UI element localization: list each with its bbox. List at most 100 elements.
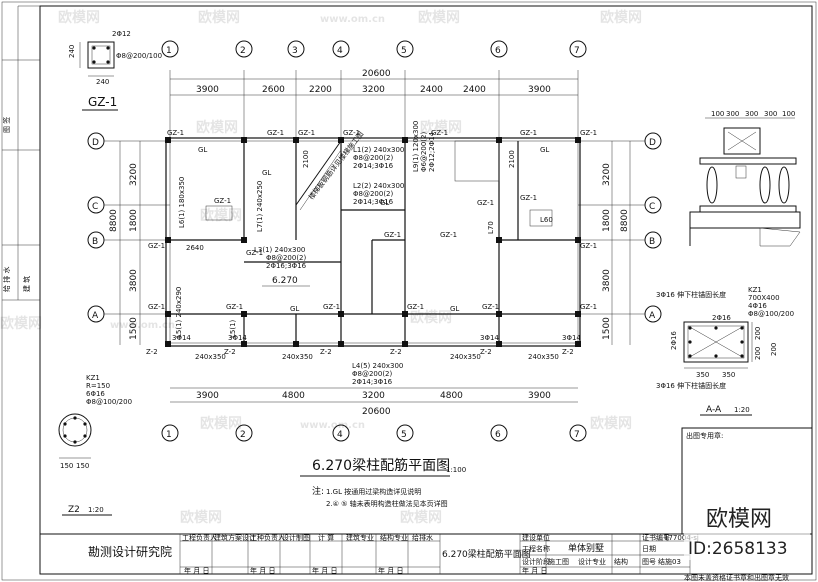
main-scale: 1:100	[446, 466, 466, 474]
gz-label-6: GZ-1	[520, 129, 537, 137]
tb-stage-label: 设计阶段	[522, 557, 550, 566]
tb-h1: 工程负责人	[182, 533, 217, 542]
beam-240x350-1: 240x350	[195, 353, 226, 361]
company-name: 勘测设计研究院	[88, 544, 172, 559]
beam-3d14-4: 3Φ14	[562, 334, 581, 342]
tb-proj-name-label: 工程名称	[522, 544, 550, 553]
gz-label-18: GZ-1	[477, 199, 494, 207]
notes-2: 2.④ ⑤ 轴未表明构造柱做法见本页详图	[326, 499, 448, 508]
axis-bottom-4: 4	[337, 430, 343, 440]
balustrade-section: 100 300 300 300 100	[689, 110, 801, 247]
tb-h6: 建筑专业	[346, 533, 374, 542]
dim-top-total: 20600	[362, 69, 391, 79]
footer-note: 本图未盖资格证书章和出图章无效	[684, 573, 789, 582]
axis-left-a: A	[92, 311, 99, 321]
dim-top-2: 2600	[262, 85, 285, 95]
axis-left-b: B	[92, 237, 98, 247]
dim-left-1: 3200	[129, 163, 139, 186]
bottom-axes: 3900 4800 3200 4800 3900 20600 1 2 4 5 6…	[161, 387, 587, 442]
beam-l1-s: Φ8@200(2)	[353, 154, 394, 162]
left-strip-2: 给 排 水	[2, 267, 11, 292]
wm-url-3: www.om.cn	[110, 320, 175, 331]
kz1-size: 700X400	[748, 294, 780, 302]
stamp-title: 出图专用章:	[686, 431, 723, 440]
kz1-d350b: 350	[722, 371, 735, 379]
tb-sheet-no: 结施03	[658, 557, 681, 566]
kz1r-r: R=150	[86, 382, 110, 390]
brand-box: 欧模网 ID:2658133	[684, 498, 810, 560]
tb-row2-3: 结构	[614, 557, 628, 566]
beam-l2: L2(2) 240x300	[353, 182, 404, 190]
wm-brand-7: 欧模网	[200, 207, 242, 224]
kz1-rect-detail: KZ1 700X400 4Φ16 Φ8@100/200 3Φ16 伸下柱锚固长度…	[656, 286, 794, 416]
tb-date-3: 年 月 日	[312, 566, 337, 575]
axis-right-c: C	[649, 202, 655, 212]
axis-bottom-2: 2	[240, 430, 246, 440]
beam-2100-2: 2100	[508, 150, 516, 168]
tb-date-1: 年 月 日	[184, 566, 209, 575]
right-axes: D C B A 3200 1800 3800 1500 8800	[578, 132, 662, 345]
kz1-bar2b: 2Φ16	[670, 331, 678, 350]
dim-left-2: 1800	[129, 209, 139, 232]
gz-label-5: GZ-1	[431, 129, 448, 137]
wm-brand-1: 欧模网	[58, 9, 100, 26]
beam-l3-r: 2Φ16;3Φ16	[266, 262, 307, 270]
kz1r-rebar: 6Φ16	[86, 390, 105, 398]
wm-brand-13: 欧模网	[400, 509, 442, 526]
beam-l2-s: Φ8@200(2)	[353, 190, 394, 198]
wm-url-2: www.om.cn	[300, 420, 365, 431]
gl-label-1: GL	[198, 146, 207, 154]
kz1-bottom-note: 3Φ16 伸下柱锚固长度	[656, 381, 726, 390]
wm-brand-12: 欧模网	[180, 509, 222, 526]
brand-logo-text: 欧模网	[706, 507, 772, 532]
gz-label-17: GZ-1	[440, 231, 457, 239]
axis-bottom-6: 6	[495, 430, 501, 440]
gl-label-3: GL	[380, 199, 389, 207]
tb-drawing-name: 6.270梁柱配筋平面图	[442, 548, 531, 560]
tb-proj-label: 建设单位	[522, 533, 550, 542]
tb-row2-1: 施工图	[548, 557, 569, 566]
bal-dim-2: 300	[726, 110, 739, 118]
beam-240x350-4: 240x350	[528, 353, 559, 361]
beam-l4-r: 2Φ14;3Φ16	[352, 378, 393, 386]
z2-label-1: Z-2	[146, 348, 158, 356]
axis-left-c: C	[92, 202, 98, 212]
wm-brand-6: 欧模网	[420, 119, 462, 136]
gl-label-6: GL	[290, 305, 299, 313]
bal-dim-3: 300	[745, 110, 758, 118]
tb-date-4: 年 月 日	[378, 566, 403, 575]
kz1-bar2: 2Φ16	[712, 314, 731, 322]
beam-l3-s: Φ8@200(2)	[266, 254, 307, 262]
left-axes: D C B A 8800 3200 1800 3800 1500	[87, 132, 170, 345]
dim-bottom-total: 20600	[362, 407, 391, 417]
axis-bottom-7: 7	[574, 430, 580, 440]
bal-dim-5: 100	[782, 110, 795, 118]
notes-1: 1.GL 按通用过梁构造详见说明	[326, 487, 421, 496]
dim-right-4: 1500	[602, 317, 612, 340]
z2-label-2: Z-2	[224, 348, 236, 356]
top-axes: 1 2 3 4 5 6 7	[161, 40, 587, 58]
axis-right-a: A	[649, 311, 656, 321]
kz1-top-note: 3Φ16 伸下柱锚固长度	[656, 290, 726, 299]
title-block: 勘测设计研究院 工程负责人 建筑方案设计 工种负责人 设计制图 计 算 建筑专业…	[39, 533, 813, 575]
plan-column-labels: GZ-1 GZ-1 GZ-1 GZ-1 GZ-1 GZ-1 GZ-1 GZ-1 …	[146, 129, 597, 356]
gz1-stirrup: Φ8@200/100	[116, 52, 162, 60]
dim-top-5: 2400	[420, 85, 443, 95]
dim-bottom-1: 3900	[196, 391, 219, 401]
z2-name: Z2	[68, 505, 80, 515]
z2-scale: 1:20	[88, 506, 104, 514]
gz-label-9: GZ-1	[580, 242, 597, 250]
dim-right-total: 8800	[620, 209, 630, 232]
gz1-dim-w: 240	[96, 78, 109, 86]
section-aa-scale: 1:20	[734, 406, 750, 414]
beam-l70: L70	[487, 221, 495, 234]
dim-right-3: 3800	[602, 269, 612, 292]
tb-h8: 给排水	[412, 533, 433, 542]
notes-label: 注:	[312, 485, 324, 497]
axis-top-1: 1	[166, 46, 172, 56]
dim-top-4: 3200	[362, 85, 385, 95]
beam-l4-s: Φ8@200(2)	[352, 370, 393, 378]
dim-right-1: 3200	[602, 163, 612, 186]
